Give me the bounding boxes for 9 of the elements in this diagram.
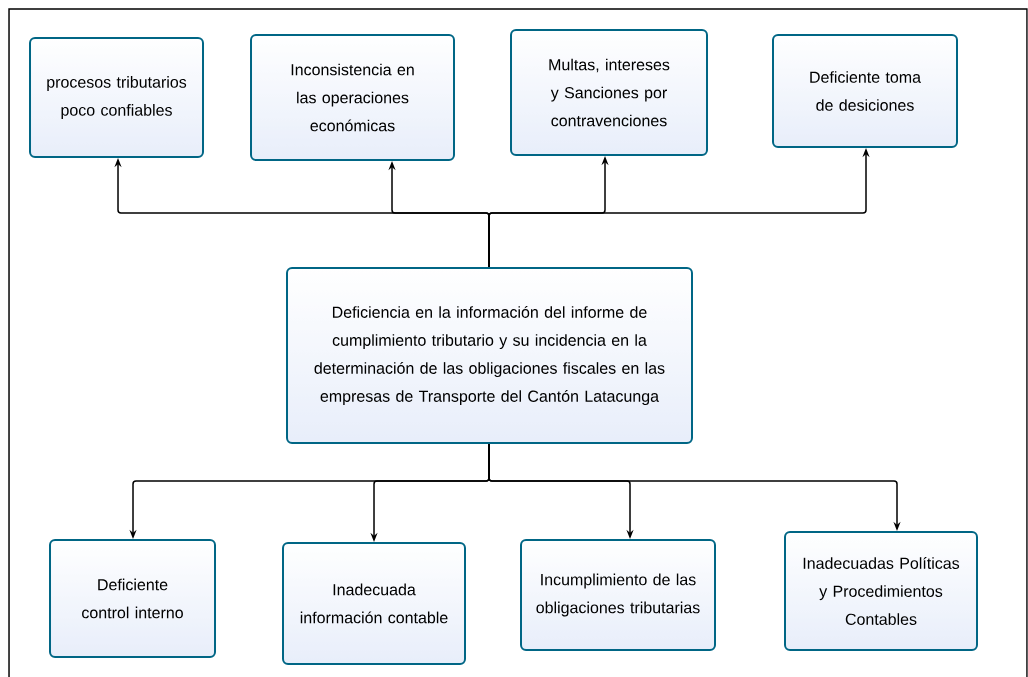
text-box: Deficiente control interno [49,539,216,658]
text-box: Deficiente toma de desiciones [772,34,958,148]
text-box: Multas, intereses y Sanciones por contravenciones [510,29,708,156]
text-box: Deficiencia en la información del informe de cumplimiento tributario y su incidencia en la determinación de las obligaciones fiscales en las empresas de Transporte del Cantón Latacunga [286,267,693,444]
text-box: Inadecuada información contable [282,542,466,665]
text-box: Incumplimiento de las obligaciones tributarias [520,539,716,651]
text-box: Inconsistencia en las operaciones económicas [250,34,455,161]
text-box: procesos tributarios poco confiables [29,37,204,158]
text-box: Inadecuadas Políticas y Procedimientos Contables [784,531,978,651]
